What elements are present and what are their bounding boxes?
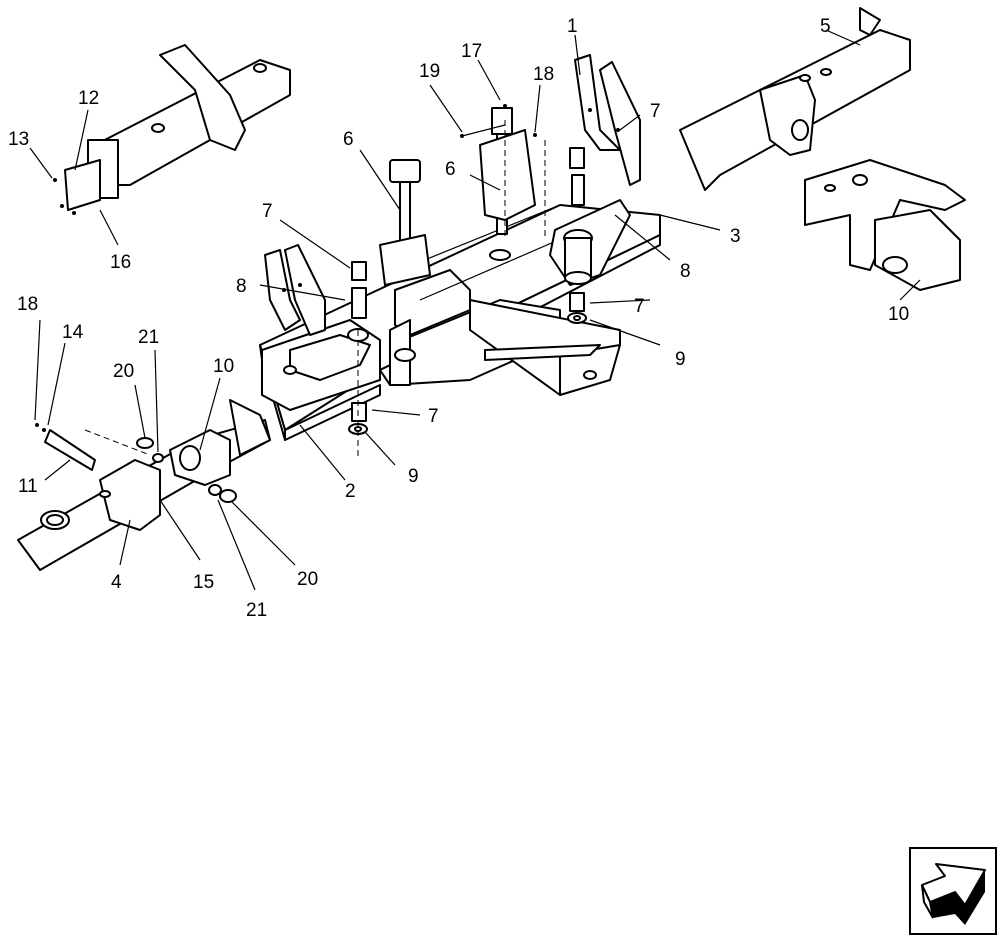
callout-19: 19 [419,61,440,82]
alignment-lines [84,120,546,460]
callout-7c: 7 [634,296,645,317]
callout-9a: 9 [675,349,686,370]
bushings [351,147,585,422]
callout-7a: 7 [650,101,661,122]
callout-12: 12 [78,88,99,109]
leader-lines [29,29,921,591]
right-upper-beam [679,7,911,191]
callout-6a: 6 [343,129,354,150]
callout-20a: 20 [113,361,134,382]
callout-labels: 1 2 3 4 5 6 6 7 7 7 7 7 8 8 9 9 10 10 11… [8,16,909,621]
callout-7b: 7 [262,201,273,222]
callout-4: 4 [111,572,122,593]
callout-8b: 8 [680,261,691,282]
callout-2: 2 [345,481,356,502]
right-hitch-assembly [804,159,966,291]
callout-16: 16 [110,252,131,273]
callout-14: 14 [62,322,84,343]
upright-brackets [264,54,641,336]
pivot-arm [549,199,631,286]
page-turn-arrow-icon[interactable] [909,847,997,935]
callout-15: 15 [193,572,214,593]
jack-stand-left [379,159,431,286]
callout-18b: 18 [17,294,38,315]
callout-11: 11 [18,476,38,497]
bottom-plate [261,319,381,411]
callout-1: 1 [567,16,578,37]
callout-18a: 18 [533,64,554,85]
lower-hardware [35,423,237,503]
callout-7d: 7 [428,406,439,427]
callout-20b: 20 [297,569,318,590]
callout-10a: 10 [213,356,234,377]
callout-21b: 21 [246,600,267,621]
callout-13: 13 [8,129,29,150]
callout-5: 5 [820,16,831,37]
callout-17: 17 [461,41,482,62]
callout-6b: 6 [445,159,456,180]
callout-10b: 10 [888,304,909,325]
callout-8a: 8 [236,276,247,297]
callout-21a: 21 [138,327,159,348]
callout-3: 3 [730,226,741,247]
left-upper-beam [53,44,291,215]
jack-stand-right [479,107,536,235]
pins-top [460,104,537,138]
callout-9b: 9 [408,466,419,487]
lower-left-beam [17,399,271,571]
